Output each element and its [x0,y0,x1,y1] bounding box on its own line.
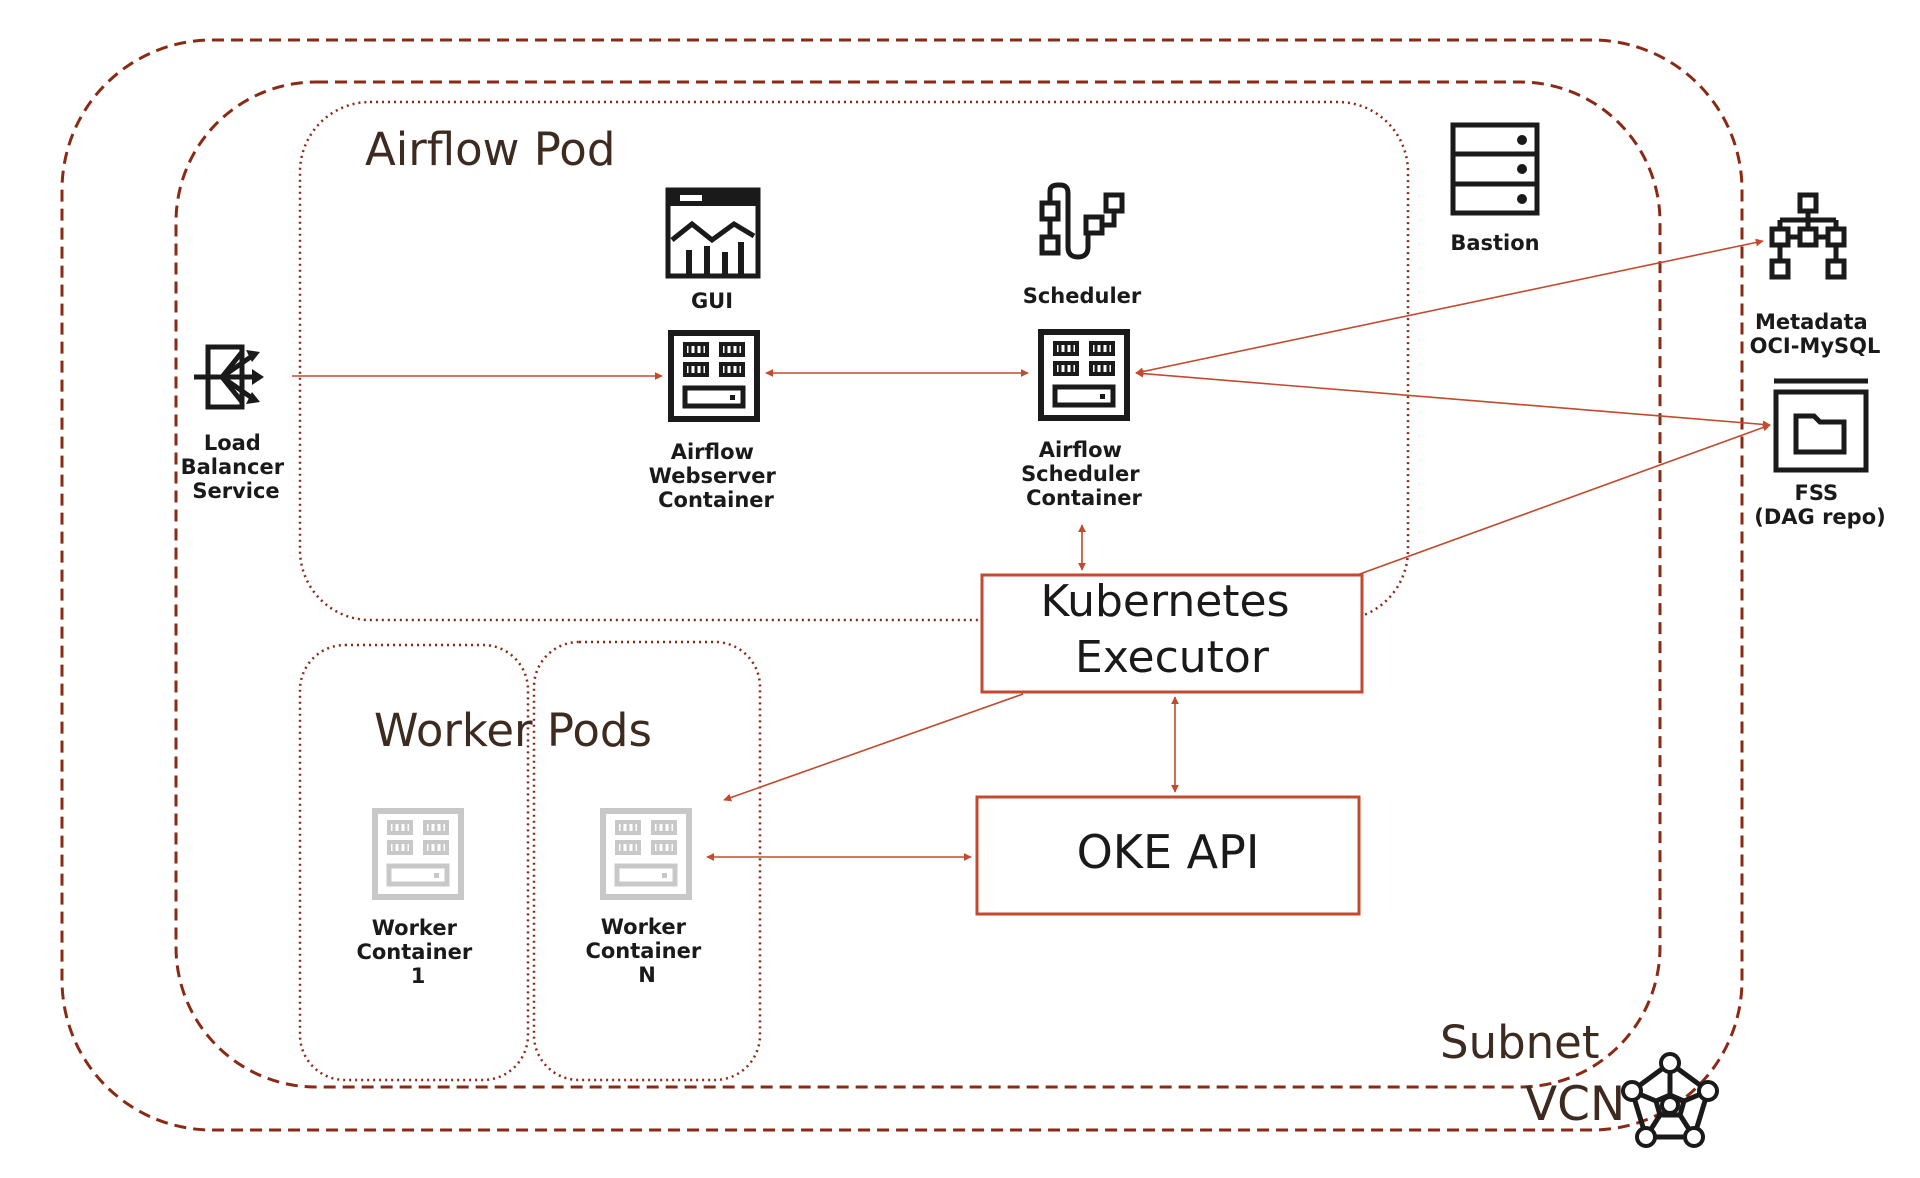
load-balancer-icon [194,344,264,410]
vcn-title: VCN [1525,1077,1625,1132]
worker-1-line-2: Container [356,940,472,964]
oke-api-label: OKE API [1077,825,1260,879]
kubernetes-executor-box [980,573,1364,694]
gui-label: GUI [691,289,733,313]
server-rack-icon [1450,122,1540,216]
container-icon [1041,332,1127,418]
bastion-label: Bastion [1450,231,1539,255]
worker-pods-title: Worker Pods [374,704,652,757]
load-balancer-line-2: Balancer [181,455,285,479]
dashboard-chart-icon [665,187,761,279]
webserver-line-3: Container [658,488,774,512]
worker-n-line-1: Worker [601,915,687,939]
webserver-line-1: Airflow [671,440,754,464]
container-icon [375,811,461,897]
container-icon [603,811,689,897]
worker-n-line-2: Container [585,939,701,963]
arrow-scheduler-metadata [1135,238,1764,376]
workflow-icon [1039,182,1125,260]
scheduler-container-line-3: Container [1026,486,1142,510]
container-icon [671,333,757,419]
oke-api-box [975,795,1361,916]
arrow-executor-fss [1356,423,1771,576]
fss-line-1: FSS [1795,481,1839,505]
kubernetes-executor-label: Kubernetes Executor [1040,576,1303,683]
airflow-pod-title: Airflow Pod [365,123,615,176]
scheduler-container-line-2: Scheduler [1021,462,1140,486]
subnet-title: Subnet [1440,1016,1600,1069]
scheduler-container-label: Airflow Scheduler Container [1021,438,1147,510]
worker-n-label: Worker Container N [585,915,708,987]
scheduler-label: Scheduler [1023,284,1142,308]
executor-line-1: Kubernetes [1040,576,1289,627]
metadata-line-1: Metadata [1755,310,1868,334]
load-balancer-line-3: Service [192,479,279,503]
load-balancer-label: Load Balancer Service [181,431,292,503]
arrow-scheduler-fss [1135,369,1771,429]
webserver-line-2: Webserver [649,464,777,488]
metadata-label: Metadata OCI-MySQL [1750,310,1881,358]
fss-line-2: (DAG repo) [1754,505,1886,529]
worker-1-line-3: 1 [411,964,426,988]
executor-line-2: Executor [1075,632,1270,683]
database-network-icon [1769,192,1847,280]
fss-label: FSS (DAG repo) [1754,481,1886,529]
scheduler-container-line-1: Airflow [1039,438,1122,462]
vcn-boundary [60,38,1744,1132]
metadata-line-2: OCI-MySQL [1750,334,1881,358]
worker-1-line-1: Worker [372,916,458,940]
arrow-executor-worker [723,693,1024,802]
file-storage-icon [1773,378,1869,473]
webserver-label: Airflow Webserver Container [649,440,783,512]
worker-n-line-3: N [638,963,656,987]
worker-1-label: Worker Container 1 [356,916,479,988]
load-balancer-line-1: Load [204,431,261,455]
worker-pod-n-boundary [532,640,762,1082]
subnet-boundary [174,80,1662,1089]
airflow-pod-boundary [298,100,1410,622]
vcn-network-icon [1621,1052,1719,1148]
